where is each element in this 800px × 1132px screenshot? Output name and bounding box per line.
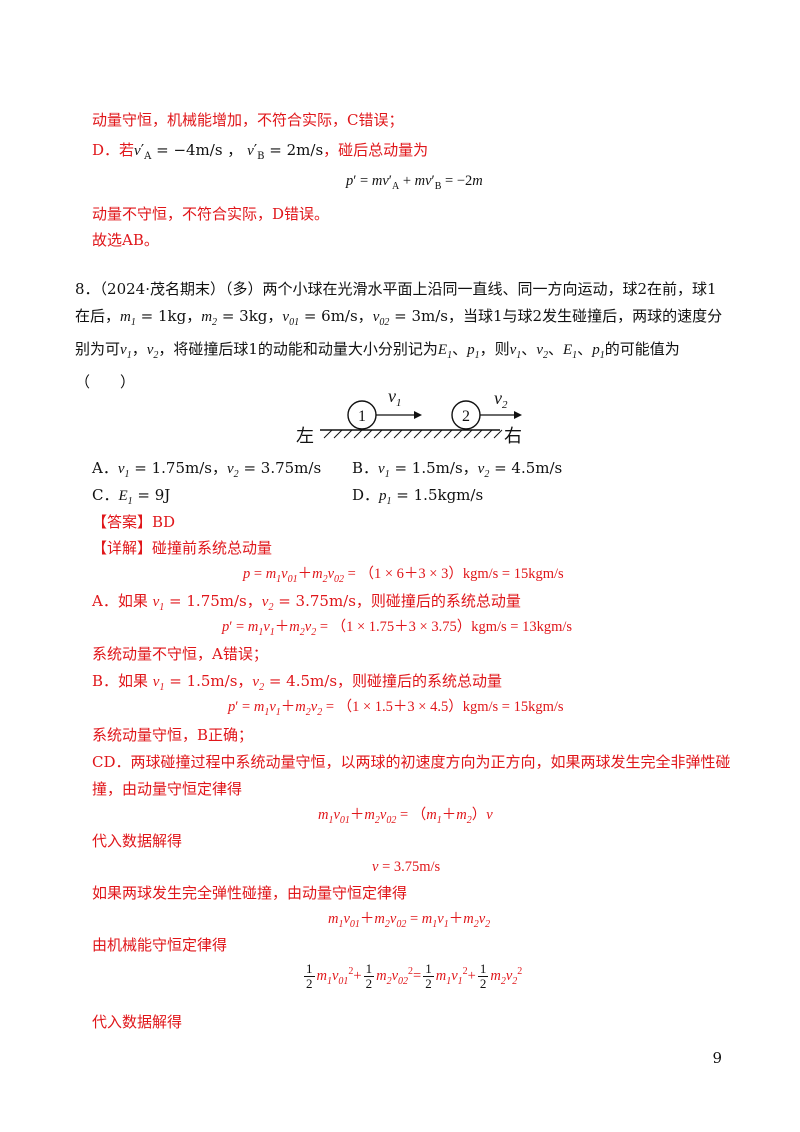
equation-inelastic: m1v01＋m2v02 = （m1＋m2）v [318, 807, 493, 826]
equation-a-momentum: p′ = m1v1＋m2v2 = （1 × 1.75＋3 × 3.75）kgm/… [222, 619, 573, 638]
answer-line-d-result: 动量不守恒，不符合实际，D错误。 [92, 205, 330, 223]
equation-initial-momentum: p = m1v01＋m2v02 = （1 × 6＋3 × 3）kgm/s = 1… [243, 566, 564, 585]
answer-line-choose: 故选AB。 [92, 231, 159, 249]
detail-label: 【详解】碰撞前系统总动量 [92, 539, 273, 557]
question-8: 8．（2024·茂名期末）（多）两个小球在光滑水平面上沿同一直线、同一方向运动，… [75, 276, 725, 396]
collision-figure: 1 2 v1 v2 左 右 [296, 386, 522, 446]
question-number: 8． [75, 280, 100, 298]
substitute-line-2: 代入数据解得 [92, 1013, 183, 1031]
question-text: （2024·茂名期末）（多）两个小球在光滑水平面上沿同一直线、同一方向运动，球2… [75, 280, 723, 391]
substitute-line: 代入数据解得 [92, 832, 183, 850]
ball-1-label: 1 [358, 408, 366, 425]
label-left: 左 [296, 426, 314, 446]
answer-line-d: D．若v′A = −4m/s ， v′B = 2m/s，碰后总动量为 [92, 140, 428, 167]
cd-analysis-line2: 撞，由动量守恒定律得 [92, 780, 243, 798]
d-prefix: D．若 [92, 141, 135, 159]
energy-line: 由机械能守恒定律得 [92, 936, 228, 954]
d-suffix: ，碰后总动量为 [323, 141, 429, 159]
option-a: A．v1 = 1.75m/s，v2 = 3.75m/s [92, 459, 322, 480]
option-d: D．p1 = 1.5kgm/s [352, 486, 484, 507]
option-b-result: 系统动量守恒，B正确； [92, 726, 254, 744]
option-a-analysis: A．如果 v1 = 1.75m/s，v2 = 3.75m/s，则碰撞后的系统总动… [92, 592, 521, 613]
equation-d-momentum: p′ = mv′A + mv′B = −2m [346, 173, 483, 192]
answer-line-c: 动量守恒，机械能增加，不符合实际，C错误； [92, 111, 404, 129]
elastic-line: 如果两球发生完全弹性碰撞，由动量守恒定律得 [92, 884, 408, 902]
equation-b-momentum: p′ = m1v1＋m2v2 = （1 × 1.5＋3 × 4.5）kgm/s … [228, 699, 564, 718]
option-b-analysis: B．如果 v1 = 1.5m/s，v2 = 4.5m/s，则碰撞后的系统总动量 [92, 672, 503, 693]
option-c: C．E1 = 9J [92, 486, 171, 507]
option-b: B．v1 = 1.5m/s，v2 = 4.5m/s [352, 459, 563, 480]
svg-text:v2: v2 [494, 388, 508, 411]
answer-label: 【答案】BD [92, 513, 176, 531]
d-condition: v′A = −4m/s ， v′B = 2m/s [134, 141, 324, 162]
page-number: 9 [712, 1049, 722, 1067]
equation-elastic-momentum: m1v01＋m2v02 = m1v1＋m2v2 [328, 911, 491, 930]
ball-2-label: 2 [462, 408, 470, 425]
label-right: 右 [504, 426, 522, 446]
cd-analysis-line1: CD．两球碰撞过程中系统动量守恒，以两球的初速度方向为正方向，如果两球发生完全非… [92, 753, 731, 771]
equation-common-velocity: v = 3.75m/s [372, 859, 441, 875]
svg-text:v1: v1 [388, 386, 402, 409]
option-a-result: 系统动量不守恒，A错误； [92, 645, 268, 663]
